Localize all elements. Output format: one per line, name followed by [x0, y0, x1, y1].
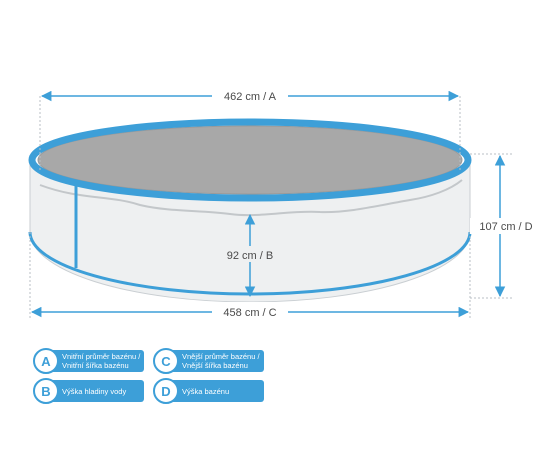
- legend-item-d: D Výška bazénu: [153, 378, 264, 404]
- legend-item-c: C Vnější průměr bazénu / Vnější šířka ba…: [153, 348, 264, 374]
- legend-item-b: B Výška hladiny vody: [33, 378, 144, 404]
- legend-text-d: Výška bazénu: [182, 386, 230, 396]
- legend-item-a: A Vnitřní průměr bazénu / Vnitřní šířka …: [33, 348, 144, 374]
- dimension-c-label: 458 cm / C: [223, 307, 276, 319]
- water-surface: [37, 125, 463, 195]
- legend-letter-d: D: [153, 378, 179, 404]
- legend-letter-b: B: [33, 378, 59, 404]
- water-surface-line: [39, 179, 463, 217]
- top-rim: [28, 118, 472, 202]
- dimension-b-label: 92 cm / B: [227, 250, 273, 262]
- dimension-d-label: 107 cm / D: [479, 221, 532, 233]
- legend-text-b: Výška hladiny vody: [62, 386, 127, 396]
- legend-text-c: Vnější průměr bazénu / Vnější šířka bazé…: [182, 352, 260, 370]
- dimension-a-label: 462 cm / A: [224, 91, 277, 103]
- pool-diagram: 462 cm / A 92 cm / B 458 cm / C 107 cm /…: [28, 90, 533, 319]
- legend-letter-c: C: [153, 348, 179, 374]
- legend-text-a: Vnitřní průměr bazénu / Vnitřní šířka ba…: [62, 352, 141, 370]
- guide-lines: [29, 96, 512, 318]
- legend-letter-a: A: [33, 348, 59, 374]
